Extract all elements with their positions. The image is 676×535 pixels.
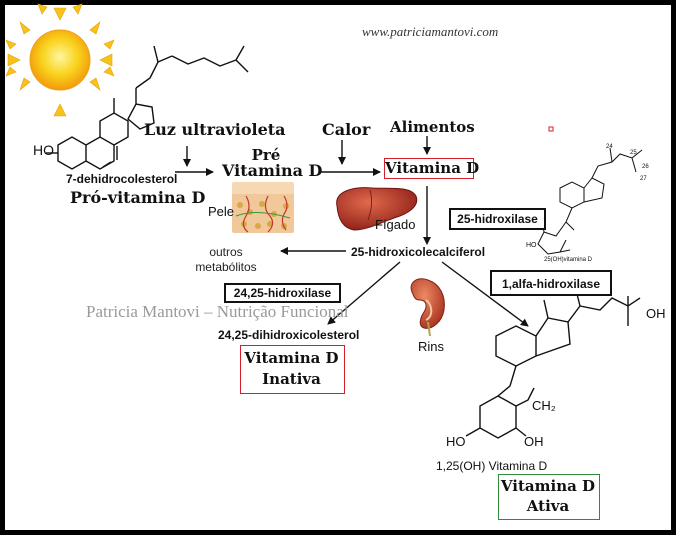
label-num-24: 24 [606, 144, 613, 150]
white-panel [5, 5, 671, 530]
label-pro-vitamina-d: Pró-vitamina D [70, 188, 206, 207]
label-outros: outros [209, 245, 243, 259]
website-url: www.patriciamantovi.com [362, 24, 499, 39]
label-oh-top: OH [646, 306, 666, 321]
sun-icon [5, 3, 115, 117]
label-figado: Fígado [375, 217, 416, 232]
kidney-icon [410, 278, 445, 337]
label-25-hidroxicolecalciferol: 25-hidroxicolecalciferol [351, 245, 486, 259]
label-pre: Pré [251, 146, 281, 164]
label-oh-right: OH [524, 434, 544, 449]
label-24-25-hidroxilase: 24,25-hidroxilase [233, 286, 332, 300]
label-luz-ultravioleta: Luz ultravioleta [144, 120, 286, 139]
label-num-26: 26 [642, 164, 649, 170]
label-125oh-vitamina-d: 1,25(OH) Vitamina D [436, 459, 548, 473]
vitamina-d-inativa-box: Vitamina D Inativa [240, 345, 345, 394]
label-alimentos: Alimentos [390, 118, 475, 136]
vitamina-d-box: Vitamina D [384, 158, 480, 179]
label-ativa-line1: Vitamina D [500, 477, 596, 495]
label-inativa-line1: Vitamina D [244, 349, 339, 367]
skin-icon [232, 182, 294, 233]
label-7-dehidrocolesterol: 7-dehidrocolesterol [66, 172, 178, 186]
pathway-arrows [175, 136, 529, 327]
label-ho-left: HO [446, 434, 466, 449]
liver-icon [336, 187, 418, 231]
label-25oh-small: 25(OH)vitamina D [544, 257, 593, 263]
label-num-27: 27 [640, 176, 647, 182]
vitamina-d-ativa-box: Vitamina D Ativa [498, 474, 600, 520]
label-ativa-line2: Ativa [526, 497, 570, 515]
label-24-25-dihidroxicolesterol: 24,25-dihidroxicolesterol [218, 328, 360, 342]
label-inativa-line2: Inativa [262, 370, 321, 388]
label-vitamina-d-pre: Vitamina D [222, 161, 323, 180]
watermark-text: Patricia Mantovi – Nutrição Funcional [86, 302, 349, 321]
25oh-vitamin-d-structure [537, 147, 643, 255]
hidroxilase-2425-box: 24,25-hidroxilase [224, 283, 341, 303]
label-ho-steroid: HO [33, 142, 54, 158]
label-num-25: 25 [630, 150, 637, 156]
hidroxilase-25-box: 25-hidroxilase [449, 208, 546, 230]
alfa-hidroxilase-box: 1,alfa-hidroxilase [490, 270, 612, 296]
dehydrocholesterol-structure [46, 45, 249, 170]
label-calor: Calor [322, 120, 371, 139]
red-dot-mark [548, 126, 554, 132]
label-metabolitos: metabólitos [195, 260, 257, 274]
label-vitamina-d: Vitamina D [385, 159, 480, 177]
label-1-alfa-hidroxilase: 1,alfa-hidroxilase [501, 277, 601, 291]
125oh-vitamin-d-structure [465, 289, 641, 439]
label-ho-small: HO [526, 242, 537, 249]
label-ch2: CH₂ [532, 398, 556, 413]
label-pele: Pele [208, 204, 235, 219]
label-rins: Rins [418, 339, 445, 354]
label-25-hidroxilase: 25-hidroxilase [457, 212, 538, 226]
